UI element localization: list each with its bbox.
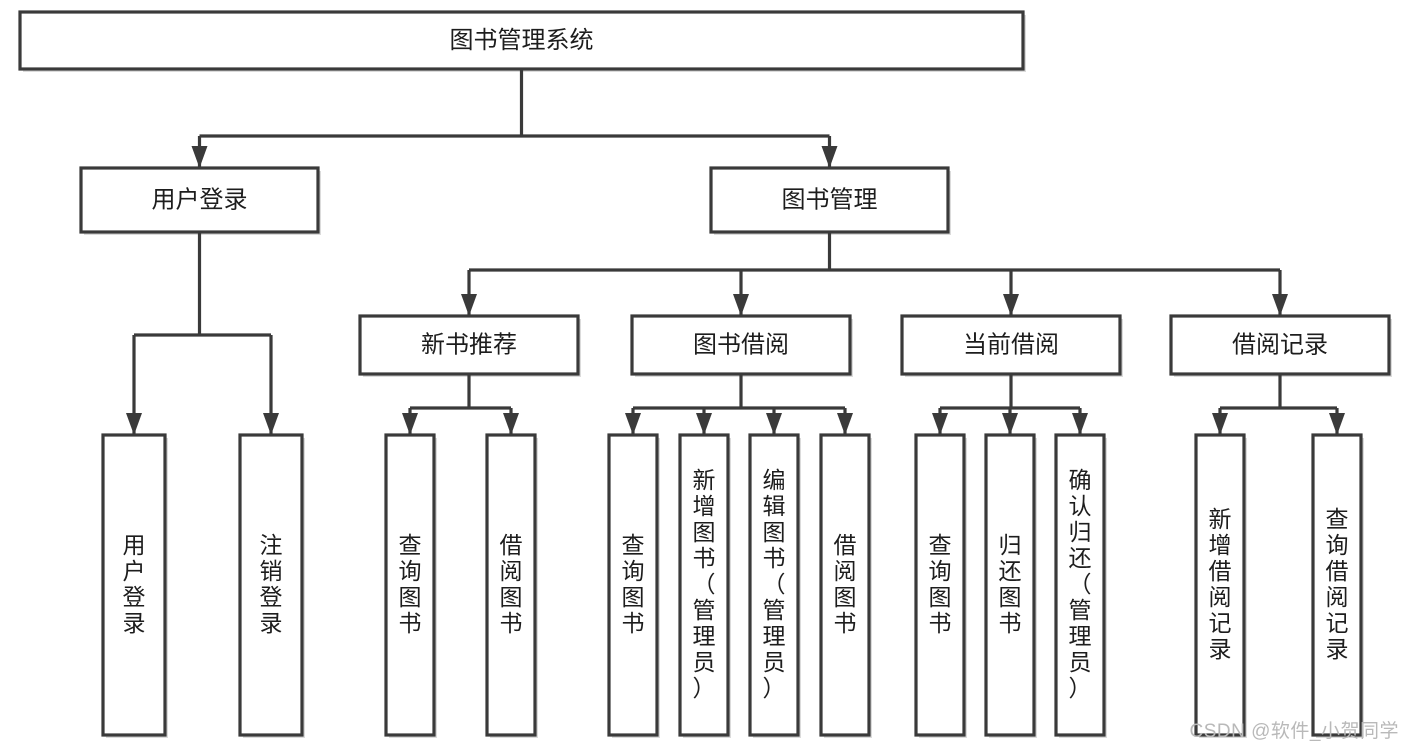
arrowhead-icon: [191, 146, 208, 168]
arrowhead-icon: [503, 413, 519, 435]
arrowhead-icon: [733, 294, 749, 316]
box-label: 图书借阅: [693, 331, 789, 358]
arrowhead-icon: [766, 413, 782, 435]
arrowhead-icon: [821, 146, 838, 168]
box-outline: [485, 433, 537, 737]
box-label: 图书管理系统: [450, 27, 594, 54]
arrowhead-icon: [837, 413, 853, 435]
leaf-leaf-query-book-1[interactable]: 查询图书: [384, 433, 437, 738]
arrowhead-icon: [461, 294, 477, 316]
box-label-vertical: 查询借阅记录: [1326, 506, 1349, 662]
box-label: 图书管理: [782, 186, 878, 213]
box-label: 新书推荐: [421, 331, 517, 358]
box-label-vertical: 借阅图书: [500, 532, 523, 636]
box-label-vertical: 查询图书: [399, 532, 422, 636]
leaf-leaf-borrow-book-2[interactable]: 借阅图书: [819, 433, 872, 738]
box-outline: [1311, 433, 1363, 737]
box-label: 用户登录: [152, 186, 248, 213]
box-outline: [630, 314, 852, 376]
arrowhead-icon: [932, 413, 948, 435]
node-user-login[interactable]: 用户登录: [79, 166, 321, 235]
box-label: 当前借阅: [963, 331, 1059, 358]
box-outline: [238, 433, 304, 737]
box-label-vertical: 编辑图书（管理员）: [763, 467, 786, 701]
box-label-vertical: 借阅图书: [834, 532, 857, 636]
box-label-vertical: 用户登录: [123, 532, 146, 636]
box-label-vertical: 归还图书: [999, 532, 1022, 636]
arrowhead-icon: [402, 413, 418, 435]
box-outline: [358, 314, 580, 376]
box-outline: [1054, 433, 1106, 737]
leaf-leaf-add-borrow-record[interactable]: 新增借阅记录: [1194, 433, 1247, 738]
box-outline: [900, 314, 1122, 376]
box-outline: [914, 433, 966, 737]
leaf-leaf-user-login[interactable]: 用户登录: [101, 433, 168, 738]
arrowhead-icon: [1329, 413, 1345, 435]
box-label-vertical: 新增借阅记录: [1209, 506, 1232, 662]
leaf-leaf-edit-book-admin[interactable]: 编辑图书（管理员）: [748, 433, 801, 738]
node-borrow-record[interactable]: 借阅记录: [1169, 314, 1392, 377]
arrowhead-icon: [696, 413, 712, 435]
arrowhead-icon: [263, 413, 279, 435]
leaf-leaf-query-book-2[interactable]: 查询图书: [607, 433, 660, 738]
node-root[interactable]: 图书管理系统: [18, 10, 1026, 72]
leaf-leaf-user-logout[interactable]: 注销登录: [238, 433, 305, 738]
arrowhead-icon: [1212, 413, 1228, 435]
leaf-leaf-query-book-3[interactable]: 查询图书: [914, 433, 967, 738]
arrowhead-icon: [126, 413, 142, 435]
box-outline: [748, 433, 800, 737]
node-book-borrow[interactable]: 图书借阅: [630, 314, 853, 377]
box-label-vertical: 查询图书: [622, 532, 645, 636]
arrowhead-icon: [1002, 413, 1018, 435]
arrowhead-icon: [625, 413, 641, 435]
box-outline: [607, 433, 659, 737]
box-outline: [819, 433, 871, 737]
box-label-vertical: 确认归还（管理员）: [1069, 467, 1092, 701]
leaf-leaf-confirm-return-admin[interactable]: 确认归还（管理员）: [1054, 433, 1107, 738]
arrowhead-icon: [1272, 294, 1288, 316]
leaf-leaf-borrow-book-1[interactable]: 借阅图书: [485, 433, 538, 738]
box-label-vertical: 新增图书（管理员）: [693, 467, 716, 701]
box-outline: [384, 433, 436, 737]
node-current-borrow[interactable]: 当前借阅: [900, 314, 1123, 377]
box-outline: [678, 433, 730, 737]
box-label-vertical: 注销登录: [260, 532, 283, 636]
node-book-manage[interactable]: 图书管理: [709, 166, 951, 235]
csdn-watermark: CSDN @软件_小贺同学: [1189, 721, 1399, 742]
box-outline: [101, 433, 167, 737]
leaf-leaf-add-book-admin[interactable]: 新增图书（管理员）: [678, 433, 731, 738]
box-outline: [709, 166, 950, 234]
node-new-book-recommend[interactable]: 新书推荐: [358, 314, 581, 377]
box-label: 借阅记录: [1232, 331, 1328, 358]
arrowhead-icon: [1072, 413, 1088, 435]
box-label-vertical: 查询图书: [929, 532, 952, 636]
box-outline: [79, 166, 320, 234]
box-outline: [984, 433, 1036, 737]
box-outline: [1194, 433, 1246, 737]
leaf-leaf-return-book[interactable]: 归还图书: [984, 433, 1037, 738]
leaf-leaf-query-borrow-record[interactable]: 查询借阅记录: [1311, 433, 1364, 738]
box-outline: [18, 10, 1025, 71]
arrowhead-icon: [1003, 294, 1019, 316]
